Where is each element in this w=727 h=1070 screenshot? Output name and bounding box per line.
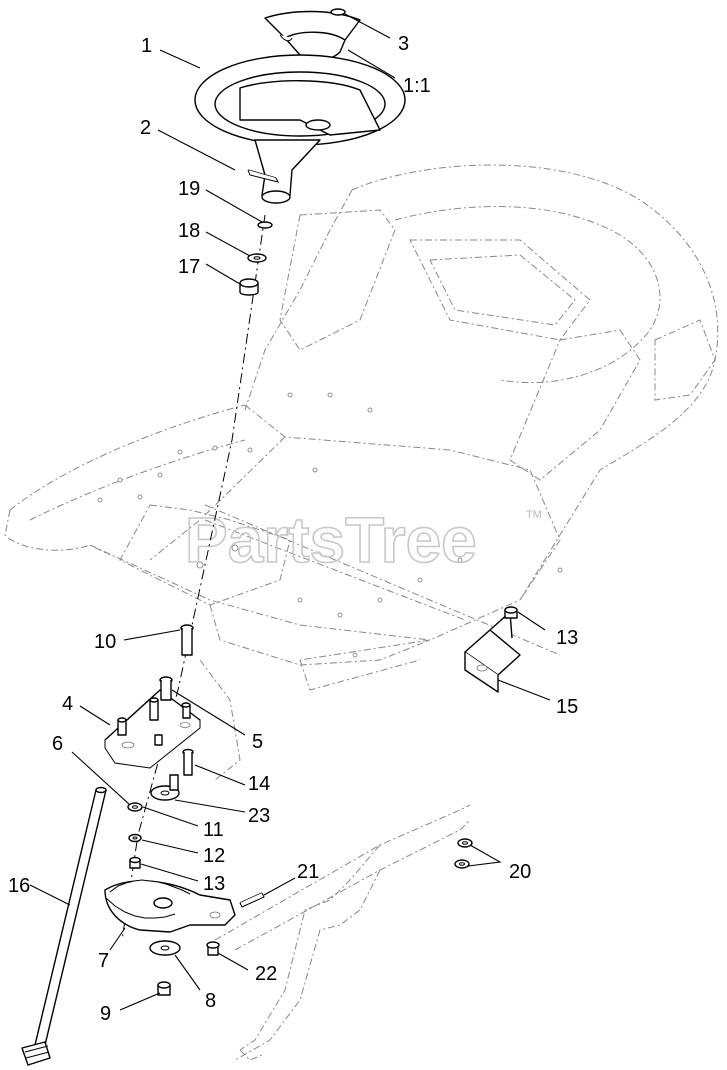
callout-5: 5 <box>252 731 263 753</box>
bolt-22 <box>206 941 220 956</box>
callout-7: 7 <box>98 950 109 972</box>
callout-1-1: 1:1 <box>403 75 431 97</box>
partstree-watermark: PartsTree TM <box>184 503 542 577</box>
carriage-bolt-10 <box>180 624 194 656</box>
callout-22: 22 <box>255 963 277 985</box>
nut-13b <box>504 606 518 619</box>
callout-15: 15 <box>556 696 578 718</box>
callout-17: 17 <box>178 256 200 278</box>
steering-shaft <box>21 786 107 1066</box>
sector-gear <box>104 879 236 933</box>
callout-21: 21 <box>297 861 319 883</box>
snap-ring <box>257 221 273 229</box>
callout-10: 10 <box>94 631 116 653</box>
tractor-body-phantom <box>4 164 719 1061</box>
callout-8: 8 <box>205 990 216 1012</box>
callout-18: 18 <box>178 220 200 242</box>
callout-12: 12 <box>203 845 225 867</box>
washer-11 <box>127 802 143 812</box>
steering-wheel-cap <box>264 8 361 61</box>
steering-mount-plate <box>104 689 201 769</box>
leader-lines <box>29 13 551 1011</box>
callout-16: 16 <box>8 875 30 897</box>
callout-14: 14 <box>248 773 270 795</box>
callout-1: 1 <box>141 35 152 57</box>
bracket-15 <box>464 611 521 693</box>
spacer-23 <box>150 774 180 801</box>
washer-8 <box>149 940 181 956</box>
bushing <box>239 278 259 296</box>
callout-13-upper: 13 <box>556 627 578 649</box>
steering-axis-line <box>121 214 266 941</box>
callout-6: 6 <box>52 733 63 755</box>
nut-13a <box>129 856 141 869</box>
callout-4: 4 <box>62 693 73 715</box>
bolt-5 <box>159 676 173 701</box>
nut-9 <box>157 981 171 996</box>
callout-19: 19 <box>178 178 200 200</box>
callout-2: 2 <box>140 117 151 139</box>
washer-18 <box>247 253 267 263</box>
callout-11: 11 <box>203 819 224 841</box>
watermark-trademark: TM <box>526 509 542 521</box>
steering-wheel <box>194 54 406 204</box>
callout-3: 3 <box>398 33 409 55</box>
bolt-14 <box>182 748 194 776</box>
washer-12 <box>128 833 142 843</box>
callout-20: 20 <box>509 861 531 883</box>
callout-23: 23 <box>248 805 270 827</box>
callout-13-lower: 13 <box>203 873 225 895</box>
callout-9: 9 <box>100 1003 111 1025</box>
callout-labels: 1 1:1 2 3 19 18 17 10 13 15 4 5 6 14 23 … <box>8 33 578 1025</box>
roll-pin <box>247 169 279 183</box>
watermark-text: PartsTree <box>185 504 477 576</box>
pin-21 <box>239 892 265 908</box>
bushing-20 <box>454 838 473 869</box>
